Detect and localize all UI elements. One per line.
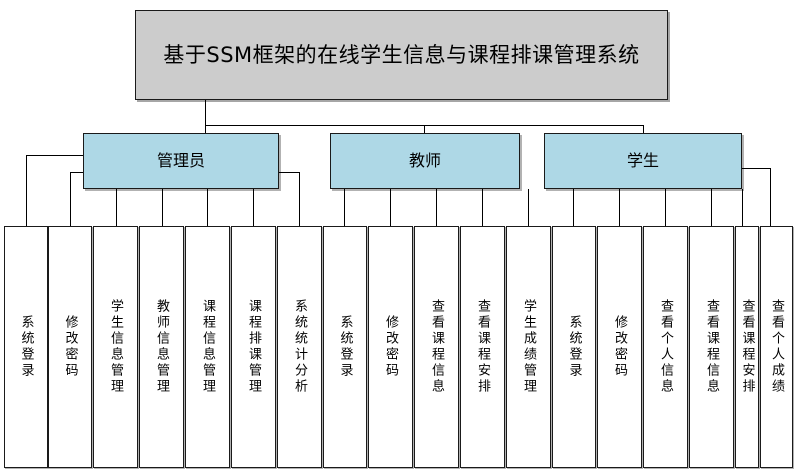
- leaf-node-label: 查看个人成绩: [769, 299, 784, 395]
- leaf-node[interactable]: 系统登录: [552, 226, 596, 468]
- leaf-node-label: 学生成绩管理: [521, 299, 536, 395]
- connector-student-leaf-2: [619, 189, 620, 226]
- connector-teacher-leaf-2: [390, 189, 391, 226]
- role-node-label: 学生: [626, 150, 659, 170]
- connector-root-to-role-2: [424, 125, 425, 133]
- leaf-node[interactable]: 查看课程安排: [460, 226, 505, 468]
- leaf-node[interactable]: 课程排课管理: [231, 226, 276, 468]
- connector-root-stem: [205, 100, 206, 125]
- leaf-node[interactable]: 学生成绩管理: [506, 226, 551, 468]
- leaf-node-label: 修改密码: [62, 315, 78, 379]
- connector-admin-leaf-7-h: [279, 172, 299, 173]
- connector-admin-leaf-4: [162, 189, 163, 226]
- connector-root-to-role-3: [643, 125, 644, 133]
- connector-admin-leaf-2-h: [70, 172, 83, 173]
- leaf-node-label: 查看课程安排: [739, 299, 755, 395]
- leaf-node-label: 修改密码: [612, 315, 627, 379]
- leaf-node[interactable]: 系统统计分析: [277, 226, 322, 468]
- leaf-node-label: 修改密码: [383, 315, 398, 379]
- leaf-node[interactable]: 修改密码: [597, 226, 642, 468]
- leaf-node-label: 学生信息管理: [108, 299, 123, 395]
- role-node-teacher[interactable]: 教师: [330, 133, 520, 189]
- leaf-node[interactable]: 教师信息管理: [139, 226, 184, 468]
- leaf-node[interactable]: 查看个人信息: [643, 226, 688, 468]
- leaf-node-label: 课程信息管理: [200, 299, 215, 395]
- leaf-node[interactable]: 查看个人成绩: [760, 226, 793, 468]
- leaf-node-label: 教师信息管理: [154, 299, 169, 395]
- leaf-node-label: 查看课程信息: [704, 299, 719, 395]
- connector-admin-leaf-1-v: [26, 155, 27, 226]
- leaf-node-label: 系统登录: [566, 315, 582, 379]
- connector-student-leaf-4: [711, 189, 712, 226]
- role-node-student[interactable]: 学生: [544, 133, 742, 189]
- connector-root-to-role-1: [205, 125, 206, 133]
- connector-teacher-leaf-4: [482, 189, 483, 226]
- leaf-node-label: 查看个人信息: [658, 299, 673, 395]
- leaf-node-label: 系统登录: [337, 315, 353, 379]
- leaf-node-label: 查看课程信息: [429, 299, 444, 395]
- leaf-node[interactable]: 查看课程信息: [414, 226, 459, 468]
- leaf-node-label: 系统统计分析: [292, 299, 307, 395]
- leaf-node-label: 系统登录: [18, 315, 34, 379]
- root-node-title[interactable]: 基于SSM框架的在线学生信息与课程排课管理系统: [135, 10, 668, 100]
- leaf-node-label: 查看课程安排: [475, 299, 490, 395]
- connector-teacher-leaf-5: [528, 189, 529, 226]
- role-node-label: 管理员: [156, 150, 205, 170]
- leaf-node[interactable]: 系统登录: [4, 226, 48, 468]
- leaf-node[interactable]: 课程信息管理: [185, 226, 230, 468]
- root-node-label: 基于SSM框架的在线学生信息与课程排课管理系统: [163, 42, 640, 67]
- leaf-node[interactable]: 修改密码: [48, 226, 92, 468]
- connector-teacher-leaf-3: [436, 189, 437, 226]
- leaf-node[interactable]: 查看课程安排: [735, 226, 759, 468]
- connector-admin-leaf-7-v: [299, 172, 300, 226]
- leaf-node[interactable]: 查看课程信息: [689, 226, 734, 468]
- connector-admin-leaf-2-v: [70, 172, 71, 226]
- leaf-node[interactable]: 学生信息管理: [93, 226, 138, 468]
- role-node-label: 教师: [408, 150, 441, 170]
- connector-teacher-leaf-1: [344, 189, 345, 226]
- connector-admin-leaf-3: [116, 189, 117, 226]
- connector-admin-leaf-5: [207, 189, 208, 226]
- connector-student-leaf-6-h: [742, 168, 770, 169]
- leaf-node[interactable]: 修改密码: [368, 226, 413, 468]
- role-node-admin[interactable]: 管理员: [83, 133, 279, 189]
- connector-student-leaf-1: [573, 189, 574, 226]
- connector-student-leaf-3: [665, 189, 666, 226]
- leaf-node[interactable]: 系统登录: [323, 226, 367, 468]
- connector-admin-leaf-6: [253, 189, 254, 226]
- connector-admin-leaf-1-h: [26, 155, 83, 156]
- connector-student-leaf-6-v: [770, 168, 771, 226]
- connector-student-leaf-5: [742, 189, 743, 226]
- leaf-node-label: 课程排课管理: [246, 299, 261, 395]
